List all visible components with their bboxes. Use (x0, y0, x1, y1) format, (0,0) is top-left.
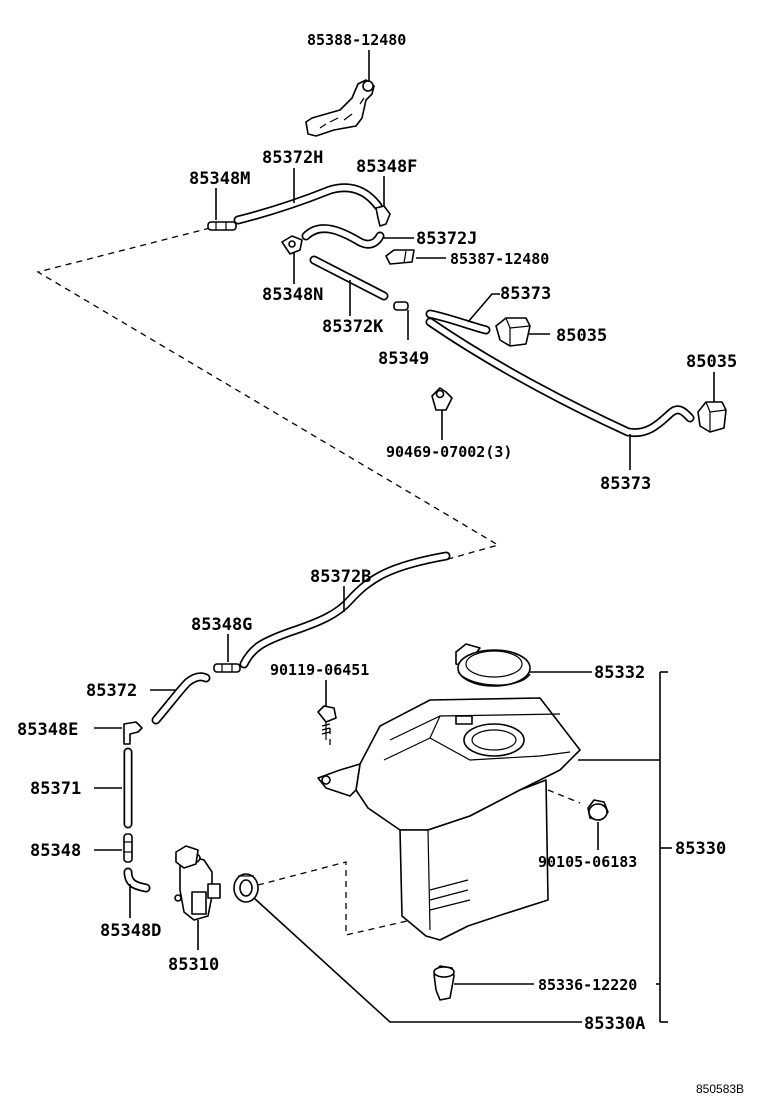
nozzle-85035-right[interactable] (697, 401, 727, 433)
clip-90469-07002[interactable] (431, 387, 453, 411)
grommet-85330A[interactable] (233, 873, 259, 903)
label-85336-12220: 85336-12220 (538, 976, 637, 994)
label-85348E: 85348E (17, 720, 78, 740)
label-85348F: 85348F (356, 157, 417, 177)
label-85332: 85332 (594, 663, 645, 683)
label-85372K: 85372K (322, 317, 384, 337)
joint-85348[interactable] (123, 833, 133, 863)
label-90119-06451: 90119-06451 (270, 661, 369, 679)
filter-85336-12220[interactable] (433, 965, 455, 1001)
label-85035-right: 85035 (686, 352, 737, 372)
label-85348M: 85348M (189, 169, 250, 189)
label-85348G: 85348G (191, 615, 252, 635)
elbow-85348E[interactable] (123, 721, 143, 745)
bolt-90119-06451[interactable] (317, 705, 337, 740)
label-90105-06183: 90105-06183 (538, 853, 637, 871)
label-85388-12480: 85388-12480 (307, 31, 406, 49)
assembly-bracket-85330 (578, 671, 672, 1023)
label-85387-12480: 85387-12480 (450, 250, 549, 268)
label-85372H: 85372H (262, 148, 323, 168)
label-85348D: 85348D (100, 921, 161, 941)
hose-85372H[interactable] (233, 183, 383, 225)
joint-85348G[interactable] (213, 663, 241, 673)
joint-85348F[interactable] (375, 205, 391, 227)
label-90469-07002: 90469-07002(3) (386, 443, 512, 461)
hose-85373-upper[interactable] (425, 309, 491, 335)
hose-85372[interactable] (151, 672, 211, 725)
hose-85372J[interactable] (301, 224, 385, 249)
check-valve-85349[interactable] (393, 301, 409, 311)
elbow-85348D[interactable] (123, 867, 151, 893)
label-85330A: 85330A (584, 1014, 645, 1034)
hose-85372K[interactable] (309, 255, 389, 301)
hose-85373-lower[interactable] (425, 317, 695, 438)
tank-85330[interactable] (317, 697, 581, 941)
figure-reference-number: 850583B (696, 1082, 744, 1096)
joint-85348M[interactable] (207, 221, 237, 231)
label-85348: 85348 (30, 841, 81, 861)
label-85373-lower: 85373 (600, 474, 651, 494)
bolt-90105-06183[interactable] (587, 799, 609, 821)
cap-85332[interactable] (455, 643, 531, 687)
nozzle-85035-mid[interactable] (495, 317, 531, 347)
label-85371: 85371 (30, 779, 81, 799)
label-85330: 85330 (675, 839, 726, 859)
label-85372J: 85372J (416, 229, 477, 249)
label-85373-upper: 85373 (500, 284, 551, 304)
valve-85348N[interactable] (281, 235, 303, 255)
pump-85310[interactable] (174, 845, 221, 921)
bracket-85388-12480[interactable] (305, 79, 375, 137)
label-85035-mid: 85035 (556, 326, 607, 346)
label-85372B: 85372B (310, 567, 371, 587)
label-85310: 85310 (168, 955, 219, 975)
label-85372: 85372 (86, 681, 137, 701)
hose-85372B[interactable] (239, 551, 451, 669)
label-85348N: 85348N (262, 285, 323, 305)
clip-85387-12480[interactable] (385, 249, 415, 265)
label-85349: 85349 (378, 349, 429, 369)
